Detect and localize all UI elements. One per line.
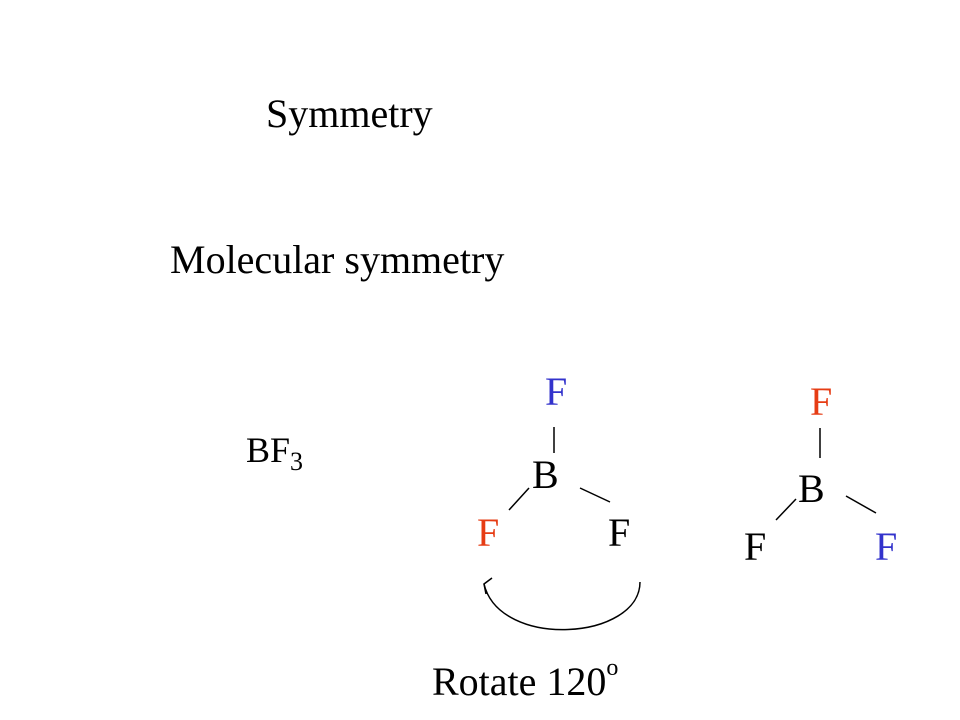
formula-subscript: 3 bbox=[290, 447, 304, 476]
left-lower-right-fluorine: F bbox=[608, 510, 631, 555]
right-top-fluorine: F bbox=[810, 379, 833, 424]
bond-left-lower-right bbox=[579, 487, 611, 503]
right-lower-right-fluorine: F bbox=[875, 524, 898, 569]
left-boron: B bbox=[532, 452, 559, 497]
rotation-text: Rotate 120 bbox=[432, 659, 607, 704]
bond-right-lower-right bbox=[845, 495, 877, 514]
rotation-arrow bbox=[483, 581, 641, 631]
rotation-label: Rotate 120o bbox=[432, 656, 618, 702]
bond-right-lower-left bbox=[775, 498, 797, 521]
molecule-formula: BF3 bbox=[246, 432, 303, 475]
left-top-fluorine: F bbox=[545, 369, 568, 414]
left-lower-left-fluorine: F bbox=[477, 510, 500, 555]
formula-base: BF bbox=[246, 430, 291, 470]
bond-left-lower-left bbox=[508, 487, 530, 511]
rotation-degree-mark: o bbox=[606, 655, 619, 681]
rotation-arrowhead bbox=[483, 577, 493, 595]
slide-title: Symmetry bbox=[266, 91, 433, 136]
slide-subtitle: Molecular symmetry bbox=[170, 237, 505, 282]
right-boron: B bbox=[798, 466, 825, 511]
right-lower-left-fluorine: F bbox=[744, 524, 767, 569]
